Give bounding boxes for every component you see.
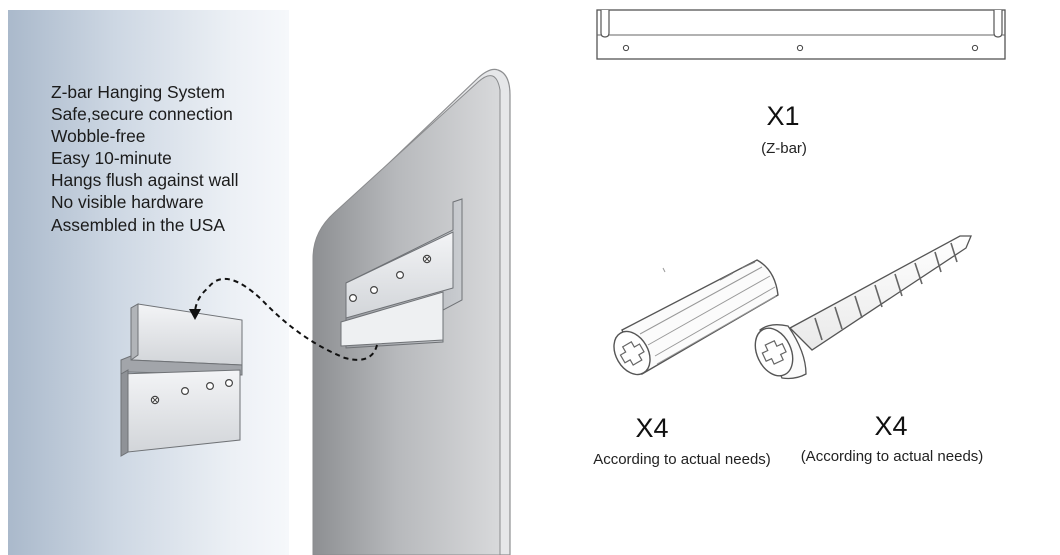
wall-anchor-icon	[613, 259, 779, 376]
z-bar-caption: (Z-bar)	[761, 140, 807, 157]
feature-item: Hangs flush against wall	[51, 170, 239, 191]
wall-bracket	[120, 303, 243, 457]
feature-list: Z-bar Hanging System Safe,secure connect…	[51, 81, 239, 236]
anchor-caption: According to actual needs)	[593, 451, 771, 468]
hang-direction-arrow	[189, 278, 378, 361]
anchor-quantity: X4	[635, 413, 669, 443]
feature-item: Z-bar Hanging System	[51, 82, 225, 102]
feature-item: Wobble-free	[51, 126, 146, 147]
screw-quantity: X4	[874, 411, 908, 441]
feature-item: Easy 10-minute	[51, 148, 172, 169]
z-bar-quantity: X1	[766, 101, 800, 131]
screw-caption: (According to actual needs)	[800, 448, 984, 465]
wall-background	[8, 10, 289, 555]
feature-item: Safe,secure connection	[51, 104, 233, 125]
screw-icon	[754, 235, 972, 380]
z-bar-bracket-icon	[596, 9, 1006, 60]
feature-item: Assembled in the USA	[51, 214, 225, 235]
feature-item: No visible hardware	[51, 192, 204, 213]
mirror-bracket	[340, 198, 463, 349]
